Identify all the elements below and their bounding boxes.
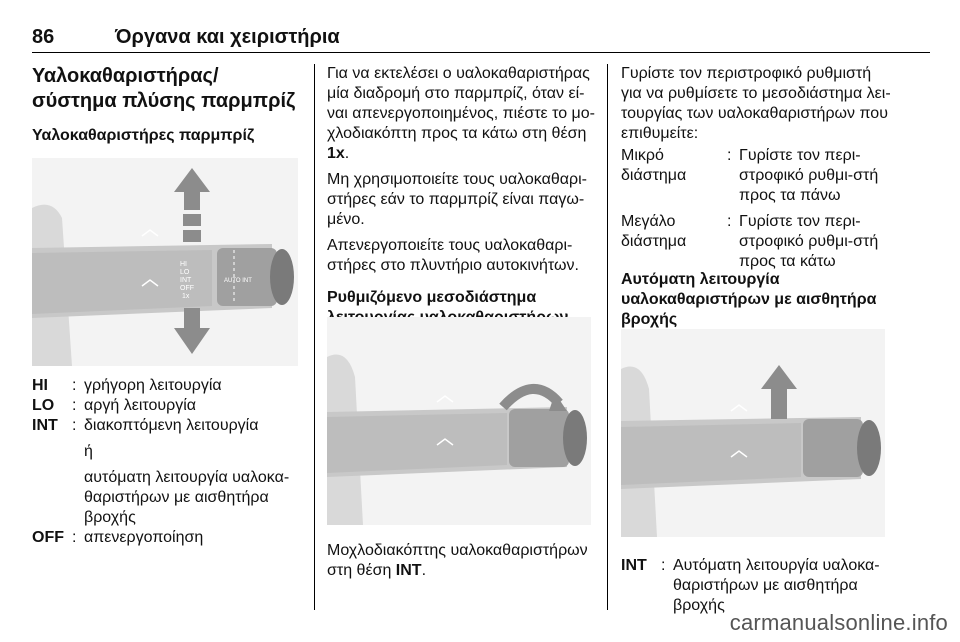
paragraph-end: . [344, 145, 350, 162]
definition-row: OFF: απενεργοποίηση [32, 528, 302, 548]
knob-label: AUTO INT [224, 278, 252, 284]
definition-term: HI [32, 377, 48, 394]
subheading-auto: Αυτόματη λειτουργία υαλοκαθαριστήρων με … [621, 270, 891, 330]
definition-term: Μεγάλο διάστημα [621, 213, 687, 250]
stalk-label-hi: HI [180, 261, 187, 268]
wiper-stalk-figure: HI LO INT OFF 1x AUTO INT [32, 158, 298, 366]
definition-desc: γρήγορη λειτουργία [84, 377, 222, 394]
definition-desc: Γυρίστε τον περι-στροφικό ρυθμι-στή προς… [739, 213, 879, 270]
stalk-label-1x: 1x [182, 293, 190, 300]
definition-desc: απενεργοποίηση [84, 529, 204, 546]
subheading-auto-line1: Αυτόματη λειτουργία [621, 271, 780, 288]
wiper-symbol-icon [730, 404, 748, 458]
definition-term: LO [32, 397, 55, 414]
definition-term [32, 442, 72, 462]
definition-row: ή [32, 442, 302, 462]
caption-position-label: INT [395, 562, 422, 579]
rotate-arrow-icon [499, 383, 563, 411]
definition-row: Μεγάλο διάστημα: Γυρίστε τον περι-στροφι… [621, 212, 893, 272]
column-3: Γυρίστε τον περιστροφικό ρυθμιστή για να… [621, 64, 891, 144]
arrow-up-icon [174, 168, 210, 242]
definition-desc: Αυτόματη λειτουργία υαλοκα-θαριστήρων με… [673, 557, 880, 614]
section-heading-line2: σύστημα πλύσης παρμπρίζ [32, 90, 296, 112]
definition-desc: αργή λειτουργία [84, 397, 197, 414]
interval-knob-illustration [327, 354, 587, 525]
column-divider-1 [314, 64, 315, 610]
column-divider-2 [607, 64, 608, 610]
definition-row: αυτόματη λειτουργία υαλοκα-θαριστήρων με… [32, 468, 302, 528]
subheading-auto-line2: υαλοκαθαριστήρων με αισθητήρα [621, 291, 877, 308]
paragraph-single-wipe: Για να εκτελέσει ο υαλοκαθαριστήρας μία … [327, 64, 595, 164]
caption-end: . [421, 562, 427, 579]
wiper-mode-definitions: HI: γρήγορη λειτουργία LO: αργή λειτουργ… [32, 376, 302, 548]
rain-sensor-figure [621, 329, 885, 537]
definition-term: INT [32, 417, 58, 434]
wiper-symbol-icon [436, 395, 454, 446]
definition-term: OFF [32, 529, 64, 546]
stalk-label-lo: LO [180, 269, 190, 276]
rain-sensor-illustration [621, 365, 881, 537]
section-heading-line1: Υαλοκαθαριστήρας/ [32, 65, 219, 87]
caption-text: Μοχλοδιακόπτης υαλοκαθαριστήρων στη θέση [327, 542, 588, 579]
definition-term [32, 468, 72, 528]
figure-caption: Μοχλοδιακόπτης υαλοκαθαριστήρων στη θέση… [327, 541, 595, 581]
definition-desc: Γυρίστε τον περι-στροφικό ρυθμι-στή προς… [739, 147, 879, 204]
definition-row: INT: Αυτόματη λειτουργία υαλοκα-θαριστήρ… [621, 556, 891, 616]
arrow-up-icon [761, 365, 797, 419]
position-label-1x: 1x [327, 145, 345, 162]
page-number: 86 [32, 26, 55, 48]
paragraph-rotary-adjust: Γυρίστε τον περιστροφικό ρυθμιστή για να… [621, 65, 891, 142]
column-2: Για να εκτελέσει ο υαλοκαθαριστήρας μία … [327, 64, 595, 328]
arrow-down-icon [174, 308, 210, 354]
watermark-text: carmanualsonline.info [729, 610, 948, 635]
stalk-label-int: INT [180, 277, 192, 284]
auto-definition: INT: Αυτόματη λειτουργία υαλοκα-θαριστήρ… [621, 556, 891, 616]
wiper-stalk-illustration: HI LO INT OFF 1x AUTO INT [32, 168, 294, 366]
column-1: Υαλοκαθαριστήρας/ σύστημα πλύσης παρμπρί… [32, 64, 304, 146]
definition-row: Μικρό διάστημα: Γυρίστε τον περι-στροφικ… [621, 146, 893, 206]
definition-term: Μικρό διάστημα [621, 147, 687, 184]
definition-term: INT [621, 557, 647, 574]
paragraph-frozen-warning: Μη χρησιμοποιείτε τους υαλοκαθαρι-στήρες… [327, 171, 587, 228]
definition-desc: διακοπτόμενη λειτουργία [84, 417, 259, 434]
header-divider [32, 52, 930, 53]
definition-row: INT: διακοπτόμενη λειτουργία [32, 416, 302, 436]
paragraph-text: Για να εκτελέσει ο υαλοκαθαριστήρας μία … [327, 65, 595, 142]
definition-desc: ή [84, 443, 93, 460]
subheading-auto-line3: βροχής [621, 311, 678, 328]
stalk-label-off: OFF [180, 285, 194, 292]
subheading-wipers: Υαλοκαθαριστήρες παρμπρίζ [32, 127, 255, 144]
interval-knob-figure [327, 317, 591, 525]
page-header-title: Όργανα και χειριστήρια [115, 26, 340, 48]
definition-row: HI: γρήγορη λειτουργία [32, 376, 302, 396]
definition-desc: αυτόματη λειτουργία υαλοκα-θαριστήρων με… [84, 469, 290, 526]
wiper-symbol-icon [141, 229, 159, 287]
interval-definitions: Μικρό διάστημα: Γυρίστε τον περι-στροφικ… [621, 146, 893, 272]
definition-row: LO: αργή λειτουργία [32, 396, 302, 416]
paragraph-car-wash: Απενεργοποιείτε τους υαλοκαθαρι-στήρες σ… [327, 237, 579, 274]
subheading-interval-line1: Ρυθμιζόμενο μεσοδιάστημα [327, 289, 537, 306]
